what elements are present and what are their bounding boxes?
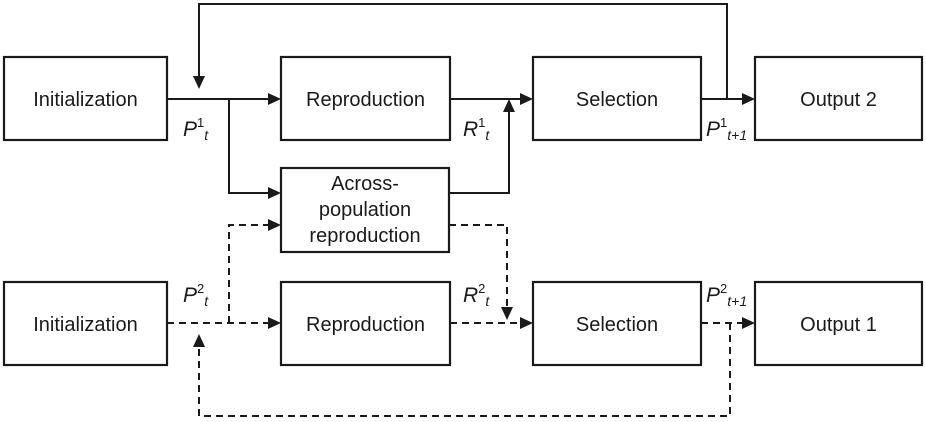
edge-feedback-bottom <box>198 323 731 417</box>
arrowhead-across-top <box>268 187 281 199</box>
box-reproduction-top: Reproduction <box>279 55 452 142</box>
box-selection-bottom: Selection <box>531 280 703 367</box>
population-2-connectors <box>167 219 755 417</box>
arrowhead-reproduction-top <box>268 93 281 105</box>
box-selection-top-label: Selection <box>576 89 658 111</box>
box-initialization-bottom-label: Initialization <box>33 314 138 336</box>
arrowhead-feedback-top <box>193 76 205 89</box>
box-selection-top: Selection <box>531 55 703 142</box>
label-p2t: P2t <box>183 281 209 309</box>
across-line-2: population <box>319 199 411 221</box>
arrowhead-output-1 <box>742 317 755 329</box>
label-p1t: P1t <box>183 115 209 143</box>
edge-across-to-selection-bottom <box>449 224 508 310</box>
arrowhead-across-up <box>503 99 515 112</box>
across-line-1: Across- <box>331 173 399 195</box>
box-initialization-top: Initialization <box>2 55 169 142</box>
box-output-2: Output 2 <box>753 55 924 142</box>
box-reproduction-bottom-label: Reproduction <box>306 314 425 336</box>
arrowhead-feedback-bottom <box>193 334 205 347</box>
label-r2t: R2t <box>463 281 490 309</box>
box-selection-bottom-label: Selection <box>576 314 658 336</box>
label-r1t: R1t <box>463 115 490 143</box>
box-reproduction-top-label: Reproduction <box>306 89 425 111</box>
arrowhead-across-bottom <box>268 219 281 231</box>
box-output-2-label: Output 2 <box>800 89 877 111</box>
across-line-3: reproduction <box>309 225 420 247</box>
box-reproduction-bottom: Reproduction <box>279 280 452 367</box>
edge-branch-to-across <box>228 99 271 194</box>
box-initialization-bottom: Initialization <box>2 280 169 367</box>
arrowhead-output-2 <box>742 93 755 105</box>
box-output-1: Output 1 <box>753 280 924 367</box>
edge-feedback-top <box>198 3 728 99</box>
label-p1t1: P1t+1 <box>706 115 747 143</box>
arrowhead-across-down <box>501 307 513 320</box>
arrowhead-selection-top <box>520 93 533 105</box>
arrowhead-reproduction-bottom <box>268 317 281 329</box>
edge-branch-up-to-across <box>228 224 271 323</box>
arrowhead-selection-bottom <box>520 317 533 329</box>
edge-across-to-selection-top <box>449 109 510 194</box>
label-p2t1: P2t+1 <box>706 281 747 309</box>
box-across-population-reproduction: Across- population reproduction <box>279 166 451 254</box>
box-initialization-top-label: Initialization <box>33 89 138 111</box>
population-1-connectors <box>167 3 755 199</box>
box-output-1-label: Output 1 <box>800 314 877 336</box>
